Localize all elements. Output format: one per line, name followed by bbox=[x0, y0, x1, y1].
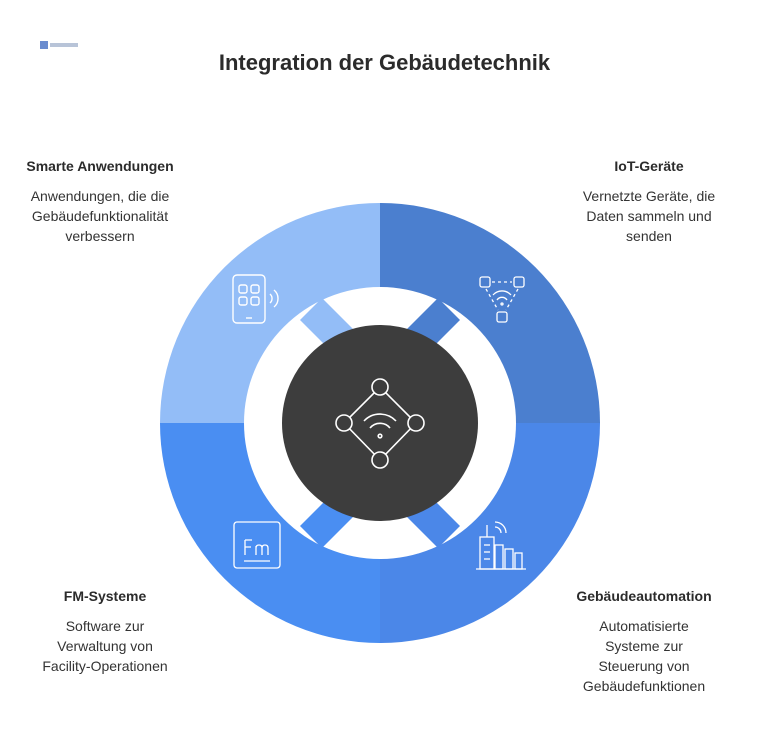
section-description: Software zur Verwaltung von Facility-Ope… bbox=[42, 618, 168, 674]
section-smart-apps: Smarte Anwendungen Anwendungen, die die … bbox=[0, 158, 200, 246]
smartphone-apps-icon bbox=[232, 274, 279, 324]
section-heading: IoT-Geräte bbox=[614, 158, 684, 174]
section-description: Anwendungen, die die Gebäudefunktionalit… bbox=[30, 188, 170, 244]
network-nodes-icon bbox=[479, 276, 525, 323]
section-heading: Smarte Anwendungen bbox=[26, 158, 174, 174]
section-iot: IoT-Geräte Vernetzte Geräte, die Daten s… bbox=[549, 158, 749, 246]
section-fm: FM-Systeme Software zur Verwaltung von F… bbox=[5, 588, 205, 676]
smart-building-icon bbox=[476, 521, 526, 570]
section-heading: Gebäudeautomation bbox=[576, 588, 712, 604]
section-description: Vernetzte Geräte, die Daten sammeln und … bbox=[582, 188, 716, 244]
page-title: Integration der Gebäudetechnik bbox=[218, 50, 551, 75]
section-description: Automatisierte Systeme zur Steuerung von… bbox=[582, 618, 706, 694]
fm-software-icon bbox=[233, 521, 281, 569]
logo bbox=[40, 41, 78, 49]
section-automation: Gebäudeautomation Automatisierte Systeme… bbox=[544, 588, 744, 696]
network-hub-icon bbox=[335, 378, 425, 469]
section-heading: FM-Systeme bbox=[63, 588, 147, 604]
